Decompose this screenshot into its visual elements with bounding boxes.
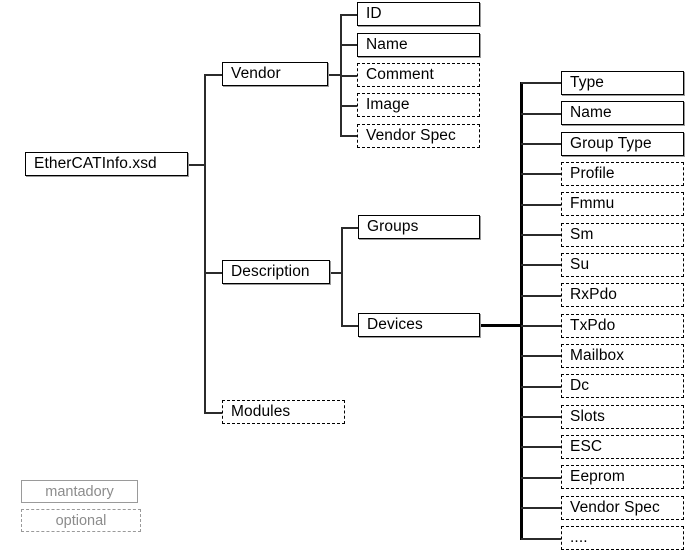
connector-trunk-to-dc [521,386,562,388]
node-label: Name [570,104,612,122]
node-label: RxPdo [570,286,618,304]
node-label: .... [570,529,588,547]
connector-trunk-to-mailbox [521,355,562,357]
connector-trunk-devices-children [520,82,523,540]
node-label: Modules [231,403,291,421]
node-label: Fmmu [570,195,615,213]
connector-trunk-description-children [341,227,343,326]
node-device-vendor-spec[interactable]: Vendor Spec [561,496,684,520]
connector-trunk-to-slots [521,416,562,418]
node-label: Devices [367,316,423,334]
node-label: Eeprom [570,468,625,486]
connector-trunk-to-groups [341,227,360,229]
node-label: Sm [570,226,594,244]
legend-label: mantadory [45,483,114,500]
node-device-sm[interactable]: Sm [561,223,684,247]
connector-trunk-to-profile [521,173,562,175]
node-device-mailbox[interactable]: Mailbox [561,344,684,368]
connector-trunk-to-fmmu [521,204,562,206]
legend-optional: optional [21,509,141,532]
connector-trunk-to-su [521,264,562,266]
connector-root-to-trunk [188,164,206,166]
node-root-ethercatinfo-xsd[interactable]: EtherCATInfo.xsd [25,152,188,176]
node-label: Image [366,96,410,114]
node-label: Su [570,256,590,274]
connector-vendor-to-trunk [328,74,341,76]
node-label: Profile [570,165,615,183]
legend-label: optional [55,512,107,529]
node-label: Slots [570,408,605,426]
node-label: Group Type [570,135,652,153]
connector-trunk-level1 [204,75,206,414]
node-vendor[interactable]: Vendor [222,62,328,86]
node-vendor-image[interactable]: Image [357,93,480,117]
node-label: Vendor Spec [366,127,456,145]
connector-trunk-to-eeprom [521,477,562,479]
node-device-ellipsis[interactable]: .... [561,526,684,550]
node-label: Vendor Spec [570,499,660,517]
node-device-profile[interactable]: Profile [561,162,684,186]
connector-trunk-to-vendor [204,74,223,76]
connector-description-to-trunk [330,272,342,274]
connector-trunk-to-comment [340,75,359,77]
node-label: Type [570,74,605,92]
connector-trunk-to-type [521,82,562,84]
connector-trunk-to-devices [341,325,360,327]
node-device-esc[interactable]: ESC [561,435,684,459]
node-label: Description [231,263,310,281]
node-device-type[interactable]: Type [561,71,684,95]
node-device-name[interactable]: Name [561,101,684,125]
connector-trunk-to-devname [521,113,562,115]
connector-trunk-to-id [340,14,359,16]
node-device-su[interactable]: Su [561,253,684,277]
node-vendor-comment[interactable]: Comment [357,63,480,87]
node-description[interactable]: Description [222,260,330,284]
node-label: Vendor [231,65,281,83]
node-label: Name [366,36,408,54]
connector-trunk-to-txpdo [521,325,562,327]
connector-trunk-to-name [340,44,359,46]
connector-trunk-to-devvendorspec [521,507,562,509]
connector-trunk-to-sm [521,234,562,236]
node-device-rxpdo[interactable]: RxPdo [561,283,684,307]
node-device-dc[interactable]: Dc [561,374,684,398]
connector-trunk-to-description [204,272,223,274]
legend-mandatory: mantadory [21,480,138,503]
connector-devices-to-trunk [480,324,522,327]
node-label: TxPdo [570,317,616,335]
node-label: Mailbox [570,347,625,365]
node-label: Dc [570,377,590,395]
node-device-group-type[interactable]: Group Type [561,132,684,156]
connector-trunk-to-rxpdo [521,295,562,297]
node-groups[interactable]: Groups [358,215,480,239]
node-device-slots[interactable]: Slots [561,405,684,429]
connector-trunk-to-vendorspec [340,135,359,137]
node-label: Comment [366,66,434,84]
node-label: Groups [367,218,419,236]
connector-trunk-to-ellipsis [521,538,562,540]
node-label: EtherCATInfo.xsd [34,155,157,173]
node-vendor-vendor-spec[interactable]: Vendor Spec [357,124,480,148]
node-device-txpdo[interactable]: TxPdo [561,314,684,338]
node-device-fmmu[interactable]: Fmmu [561,192,684,216]
connector-trunk-to-grouptype [521,143,562,145]
connector-trunk-to-image [340,105,359,107]
node-label: ESC [570,438,603,456]
node-vendor-name[interactable]: Name [357,33,480,57]
node-device-eeprom[interactable]: Eeprom [561,465,684,489]
connector-trunk-to-modules [204,412,223,414]
node-vendor-id[interactable]: ID [357,2,480,26]
node-devices[interactable]: Devices [358,313,480,337]
node-label: ID [366,5,382,23]
node-modules[interactable]: Modules [222,400,345,424]
connector-trunk-to-esc [521,446,562,448]
